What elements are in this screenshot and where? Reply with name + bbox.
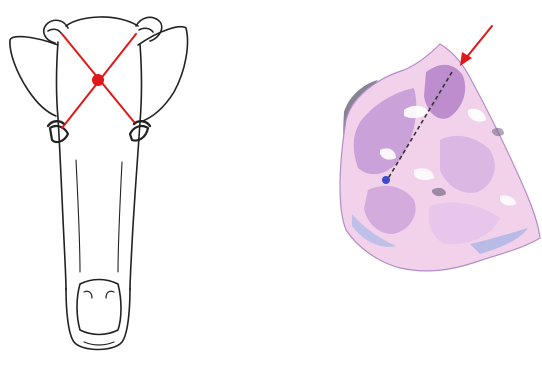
face-left-outline (57, 42, 67, 290)
left-horn (44, 20, 68, 43)
right-ear (138, 27, 188, 122)
poll (66, 17, 138, 26)
target-point (92, 74, 104, 86)
face-right-outline (130, 44, 142, 290)
trajectory-target-dot (382, 176, 390, 184)
skull-section-drawing (340, 44, 540, 271)
arrow-shaft (466, 26, 492, 58)
left-ear (10, 37, 58, 116)
head-outline-drawing (10, 17, 188, 350)
nostril-plate (77, 280, 121, 335)
entry-arrow (460, 26, 492, 66)
